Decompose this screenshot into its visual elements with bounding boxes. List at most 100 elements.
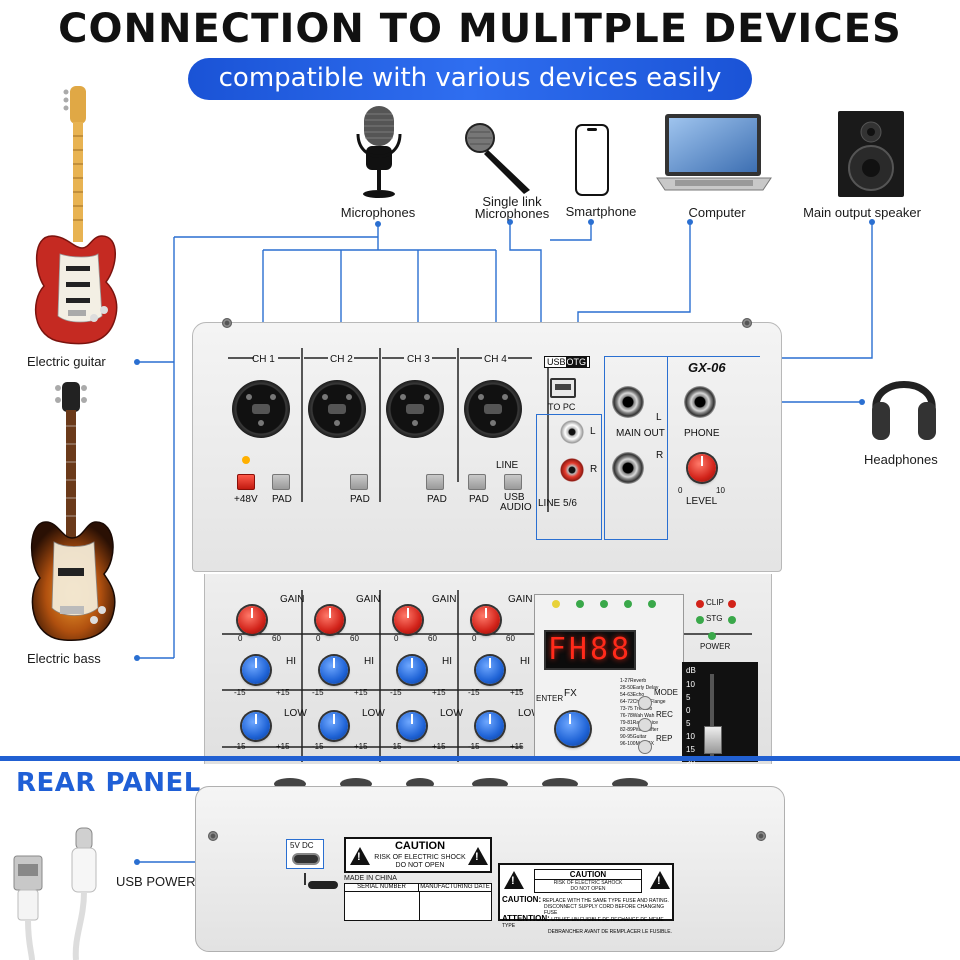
ch1-gain-knob[interactable] [238,606,266,634]
laptop-image [656,114,772,191]
phantom-led [242,456,250,464]
ch1-low-min: -15 [234,742,246,751]
main-out-label: MAIN OUT [616,428,665,439]
power-cable-icon [304,873,306,885]
fx-label: FX [564,688,577,699]
ch2-hi-knob[interactable] [320,656,348,684]
ch2-pad-label: PAD [350,494,370,505]
ch2-pad-button[interactable] [350,474,368,490]
main-out-right-jack[interactable] [612,452,644,484]
ch3-label: CH 3 [407,354,430,365]
ch2-low-knob[interactable] [320,712,348,740]
section-divider [0,756,960,761]
ch1-low-label: LOW [284,708,307,719]
screw-icon [742,318,752,328]
caution-2-header: CAUTION RISK OF ELECTRIC SAHOCK DO NOT O… [534,869,642,893]
caution-2-line2: DO NOT OPEN [570,886,606,892]
line-label: LINE [496,460,519,471]
master-fader[interactable] [704,726,722,754]
ch1-pad-label: PAD [272,494,292,505]
rear-panel-title: REAR PANEL [16,768,201,798]
phone-level-knob[interactable] [688,454,716,482]
ch1-low-knob[interactable] [242,712,270,740]
to-pc-label: TO PC [548,402,576,412]
serial-divider [419,892,420,920]
ch4-hi-max: +15 [510,688,524,697]
mode-button[interactable] [638,696,652,710]
level-max-label: 10 [716,486,725,495]
fx-knob[interactable] [556,712,590,746]
ch4-low-label: LOW [518,708,541,719]
ch3-hi-min: -15 [390,688,402,697]
caution-label-1: CAUTION RISK OF ELECTRIC SHOCK DO NOT OP… [344,837,492,873]
model-label: GX-06 [688,360,726,375]
ch1-hi-knob[interactable] [242,656,270,684]
ch2-low-min: -15 [312,742,324,751]
line-usb-switch[interactable] [504,474,522,490]
ch3-hi-label: HI [442,656,452,667]
ch4-gain-knob[interactable] [472,606,500,634]
mixer-rear-panel: 5V DC CAUTION RISK OF ELECTRIC SHOCK DO … [195,786,785,952]
bt-led [552,600,560,608]
ch4-hi-knob[interactable] [476,656,504,684]
caution-text-1: REPLACE WITH THE SAME TYPE FUSE AND RATI… [542,898,669,904]
meter-tick: 20 [686,758,695,767]
attention-text-2: DEBRANCHER AVANT DE REMPLACER LE FUSIBLE… [548,929,672,935]
ch3-low-knob[interactable] [398,712,426,740]
phone-jack[interactable] [684,386,716,418]
rep-button[interactable] [638,740,652,754]
mixer-top-panel [192,322,782,572]
ch4-pad-button[interactable] [468,474,486,490]
power-label: POWER [700,642,731,651]
ch4-hi-min: -15 [468,688,480,697]
ch1-gain-max: 60 [272,634,281,643]
line6-rca-jack[interactable] [560,458,584,482]
otg-tag-text: OTG [565,357,588,367]
ch3-combo-jack[interactable] [386,380,444,438]
stg-label: STG [706,614,723,623]
mfg-date-label: MANUFACTURING DATE [419,884,491,892]
power-switch[interactable] [308,881,338,889]
ch1-gain-min: 0 [238,634,243,643]
usb-port[interactable] [550,378,576,398]
ch1-low-max: +15 [276,742,290,751]
ch1-hi-max: +15 [276,688,290,697]
ch4-low-knob[interactable] [476,712,504,740]
rep-label: REP [656,734,673,743]
ch2-hi-min: -15 [312,688,324,697]
phantom-48v-button[interactable] [237,474,255,490]
mic-led [624,600,632,608]
caution-2-text: CAUTION: REPLACE WITH THE SAME TYPE FUSE… [502,896,672,936]
ch1-pad-button[interactable] [272,474,290,490]
ch3-pad-button[interactable] [426,474,444,490]
ch3-gain-label: GAIN [432,594,457,605]
caution-label-2: CAUTION RISK OF ELECTRIC SAHOCK DO NOT O… [498,863,674,935]
main-out-left-jack[interactable] [612,386,644,418]
mixer-front-panel: CH 1 CH 2 CH 3 CH 4 +48V PAD PAD PAD PAD… [192,318,782,767]
usb-audio-label-1: USB [504,492,525,503]
ch4-combo-jack[interactable] [464,380,522,438]
computer-label: Computer [688,205,746,220]
meter-tick: 0 [686,706,691,715]
smartphone-label: Smartphone [565,204,637,219]
ch3-hi-knob[interactable] [398,656,426,684]
line5-rca-jack[interactable] [560,420,584,444]
repeat-led [600,600,608,608]
attention-text-1: UTILISE UN FUSIBLE DE RECHANGE DE MEME T… [502,917,664,929]
headphones-image [872,381,936,440]
ch3-gain-knob[interactable] [394,606,422,634]
caution-1-line2: DO NOT OPEN [395,862,445,869]
ch1-combo-jack[interactable] [232,380,290,438]
ch2-gain-knob[interactable] [316,606,344,634]
caution-2-line1: RISK OF ELECTRIC SAHOCK [553,880,623,886]
electric-bass-image [30,382,116,642]
usbc-power-port[interactable] [292,853,320,865]
rec-button[interactable] [638,718,652,732]
page-title: CONNECTION TO MULITPLE DEVICES [58,6,902,52]
phone-label: PHONE [684,428,720,439]
ch4-label: CH 4 [484,354,507,365]
ch2-combo-jack[interactable] [308,380,366,438]
ch3-low-label: LOW [440,708,463,719]
level-label: LEVEL [686,496,718,507]
